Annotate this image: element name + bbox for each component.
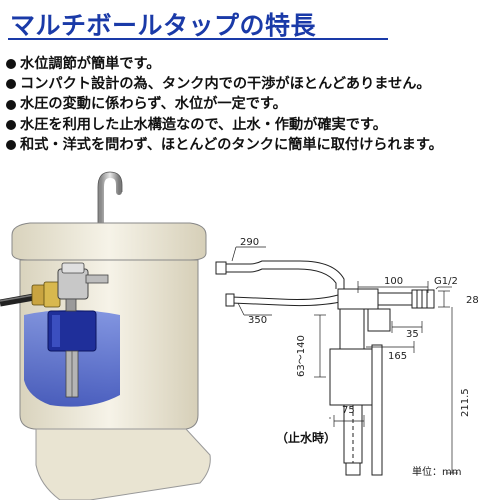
dim-290: 290: [240, 237, 259, 248]
dim-28: 28: [466, 295, 479, 306]
feature-list: 水位調節が簡単です。 コンパクト設計の為、タンク内での干渉がほとんどありません。…: [6, 54, 496, 155]
bullet-icon: [6, 79, 16, 90]
lower-hose: [231, 294, 339, 300]
bullet-icon: [6, 139, 16, 150]
bullet-icon: [6, 119, 16, 130]
valve-thread: [411, 289, 435, 309]
technical-drawing: [215, 246, 458, 476]
valve-tip: [345, 462, 361, 476]
dimension-lines: [231, 246, 458, 474]
dim-thread: G1/2: [434, 276, 458, 287]
valve-stem-upper: [339, 308, 365, 350]
feature-text: 和式・洋式を問わず、ほとんどのタンクに簡単に取付けられます。: [20, 136, 443, 153]
feature-text: 水圧の変動に係わらず、水位が一定です。: [20, 96, 287, 113]
faucet-spout-outline: [97, 171, 123, 240]
state-label: （止水時）: [276, 430, 336, 445]
valve-cap: [61, 262, 85, 274]
feature-text: 水圧を利用した止水構造なので、止水・作動が確実です。: [20, 116, 387, 133]
dim-75: 75: [342, 405, 355, 416]
dim-211-5: 211.5: [460, 388, 471, 417]
upper-hose-end: [215, 261, 227, 275]
valve-arm: [85, 274, 109, 284]
feature-item: 水圧の変動に係わらず、水位が一定です。: [6, 94, 496, 114]
dim-63-140: 63～140: [296, 335, 307, 377]
feature-item: 和式・洋式を問わず、ほとんどのタンクに簡単に取付けられます。: [6, 135, 496, 155]
toilet-bowl: [35, 428, 211, 500]
dim-350: 350: [248, 315, 267, 326]
title-band: マルチボールタップの特長: [0, 0, 500, 44]
lower-hose-inner: [231, 301, 341, 307]
feature-item: 水位調節が簡単です。: [6, 54, 496, 74]
bullet-icon: [6, 59, 16, 70]
toilet-tank-illustration: [0, 171, 211, 500]
overflow-pipe: [371, 344, 383, 476]
bullet-icon: [6, 99, 16, 110]
dim-165: 165: [388, 351, 407, 362]
valve-stem: [65, 298, 77, 312]
faucet-spout: [98, 171, 122, 243]
title-underline: [8, 38, 388, 40]
page-title: マルチボールタップの特長: [10, 11, 317, 40]
float-outline: [329, 348, 375, 406]
inlet-hose: [0, 293, 35, 307]
product-diagram: 290 350 100 G1/2 28 35 165 63～140 211.5 …: [0, 171, 479, 500]
inlet-hose-highlight: [0, 294, 35, 302]
dim-35: 35: [406, 329, 419, 340]
valve-head: [57, 268, 89, 300]
feature-item: 水圧を利用した止水構造なので、止水・作動が確実です。: [6, 115, 496, 135]
dim-100: 100: [384, 276, 403, 287]
tank-lid: [11, 222, 207, 261]
lower-hose-end: [225, 293, 235, 307]
float-highlight: [52, 315, 60, 347]
feature-text: コンパクト設計の為、タンク内での干渉がほとんどありません。: [20, 76, 431, 93]
valve-nut: [367, 308, 391, 332]
feature-item: コンパクト設計の為、タンク内での干渉がほとんどありません。: [6, 74, 496, 94]
upper-hose-inner: [225, 268, 337, 289]
unit-label: 単位：mm: [412, 465, 461, 478]
upper-hose: [225, 260, 345, 289]
feature-text: 水位調節が簡単です。: [20, 56, 161, 72]
